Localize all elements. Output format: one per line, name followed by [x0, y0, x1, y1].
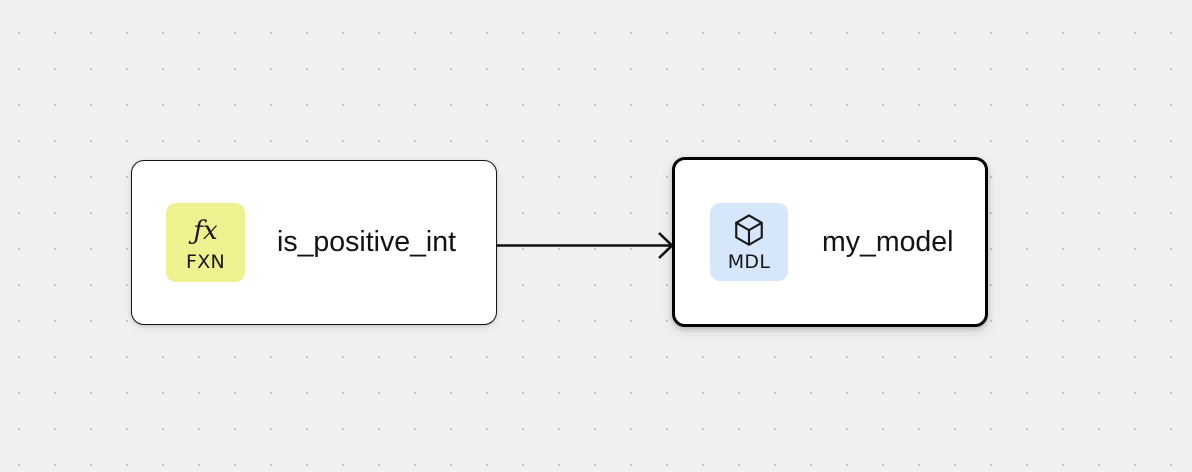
node-is-positive-int[interactable]: ƒx FXN is_positive_int — [131, 160, 497, 325]
edge-arrowhead-icon — [658, 232, 674, 259]
edge-is-positive-int-to-my-model[interactable] — [497, 232, 674, 259]
function-fx-icon: ƒx — [193, 215, 218, 246]
node-label: is_positive_int — [277, 226, 457, 259]
cube-box-icon — [732, 212, 766, 248]
node-type-abbrev: FXN — [185, 250, 226, 273]
node-label: my_model — [822, 225, 954, 258]
node-type-badge-fxn: ƒx FXN — [166, 203, 245, 282]
node-type-abbrev: MDL — [727, 251, 771, 273]
node-type-badge-mdl: MDL — [710, 203, 788, 281]
node-my-model[interactable]: MDL my_model — [672, 157, 988, 327]
